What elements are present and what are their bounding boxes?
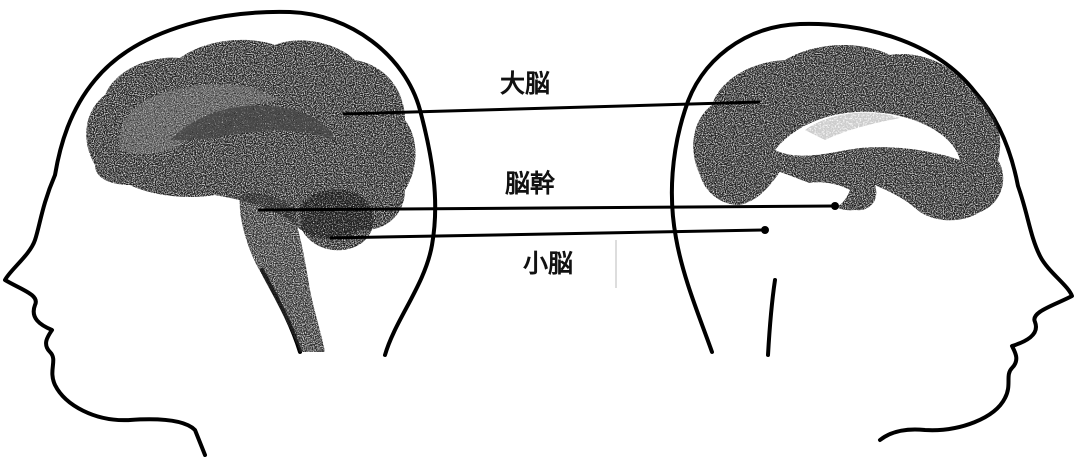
cerebrum-leader (343, 102, 760, 114)
cerebellum-leader (330, 230, 765, 238)
brainstem-leader-dot (831, 202, 839, 210)
label-brainstem: 脳幹 (505, 169, 556, 198)
right-neck-outline (768, 280, 775, 355)
left-cerebellum (300, 189, 374, 250)
label-cerebellum: 小脳 (523, 249, 573, 278)
cerebellum-leader-dot (761, 226, 769, 234)
label-cerebrum: 大脳 (500, 69, 550, 98)
left-brain (86, 40, 415, 352)
left-head (5, 12, 435, 455)
